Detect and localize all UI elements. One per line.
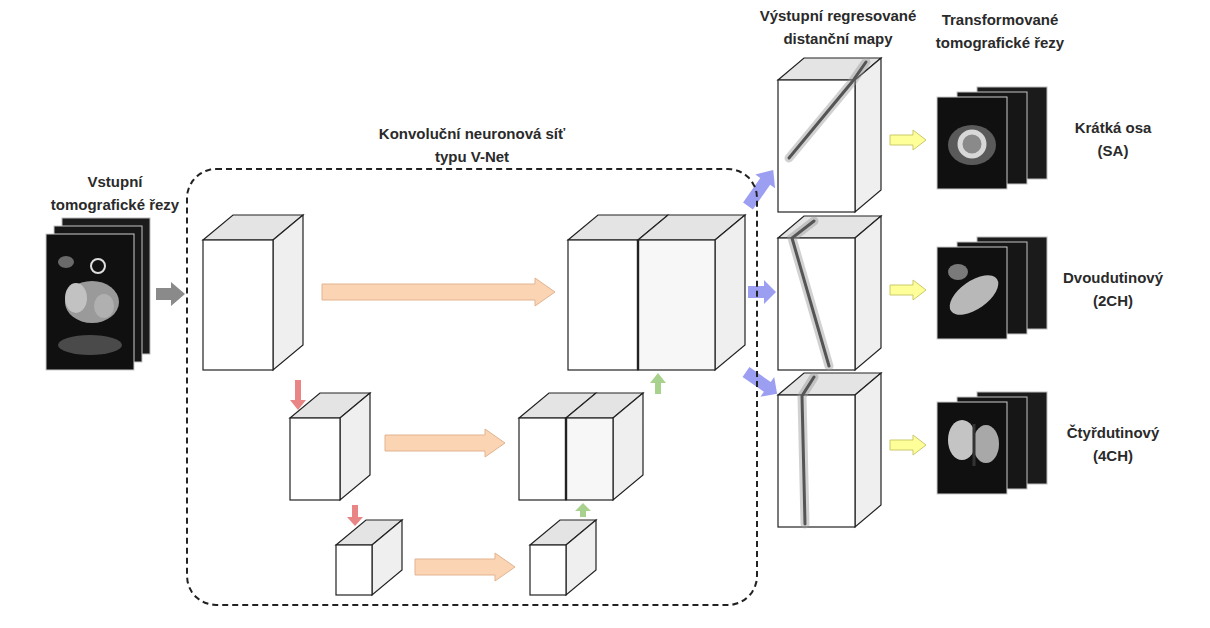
map-side (855, 58, 881, 212)
distance-line (802, 377, 814, 524)
output-stack: Čtyřdutinový (4CH) (935, 390, 1167, 498)
block-side (273, 215, 303, 370)
slice (46, 234, 134, 370)
tissue (58, 335, 122, 355)
label-box: Krátká osa (SA) (1059, 116, 1167, 162)
transform-arrow (890, 280, 926, 300)
down-arrow (290, 380, 306, 410)
slice (937, 247, 1007, 339)
chamber (948, 420, 976, 460)
distance-line (802, 377, 814, 524)
distance-line (792, 221, 829, 366)
skip-arrow (385, 429, 505, 457)
block-side (566, 520, 596, 595)
view-label: Čtyřdutinový (4CH) (1059, 421, 1167, 467)
column-heading: Výstupní regresované distanční mapy (748, 4, 928, 50)
skip-arrows (322, 278, 555, 581)
output-arrows (738, 163, 784, 404)
output-slice-stack (937, 237, 1047, 339)
heart (65, 281, 119, 323)
up-arrow (650, 373, 666, 394)
block-divider (565, 418, 567, 500)
output-stack: Dvoudutinový (2CH) (935, 235, 1167, 343)
output-arrow (739, 362, 784, 403)
block-side (613, 393, 643, 500)
down-arrow (347, 505, 363, 526)
label-box: Čtyřdutinový (4CH) (1059, 421, 1167, 467)
distance-line (789, 62, 866, 158)
slice-stack-area (935, 235, 1047, 343)
transform-arrow (890, 435, 926, 455)
block-front (203, 240, 273, 370)
block-side (372, 520, 402, 595)
view-label: Krátká osa (SA) (1059, 116, 1167, 162)
input-slice-stack (46, 218, 150, 370)
block-front (566, 418, 613, 500)
network-title: Konvoluční neuronová síť typu V-Net (362, 122, 582, 168)
aorta (91, 259, 105, 273)
output-arrow (748, 280, 776, 304)
block-front (519, 418, 566, 500)
chamber (65, 283, 87, 313)
up-arrows (575, 373, 666, 517)
transform-arrows (890, 130, 926, 455)
input-stack: Vstupní tomografické řezy (40, 170, 190, 374)
slice (937, 97, 1007, 189)
block-front (568, 240, 638, 370)
block-front (336, 545, 372, 595)
skip-arrow (322, 278, 555, 306)
map-front (778, 80, 855, 212)
down-arrows (290, 380, 363, 526)
column-heading: Transformované tomografické řezy (925, 8, 1075, 54)
chamber (94, 294, 114, 318)
distance-line (792, 221, 829, 366)
tissue (948, 125, 996, 165)
skip-arrow (415, 553, 515, 581)
septum (973, 424, 976, 466)
ventricle (960, 132, 984, 156)
block-side (340, 393, 370, 500)
view-label: Dvoudutinový (2CH) (1059, 266, 1167, 312)
block-front (290, 418, 340, 500)
flow-arrow (156, 282, 185, 306)
chamber (973, 425, 999, 463)
up-arrow (575, 503, 591, 517)
map-side (855, 373, 881, 527)
network-frame: Konvoluční neuronová síť typu V-Net (186, 122, 758, 606)
slice (937, 402, 1007, 494)
transform-arrow (890, 130, 926, 150)
block-front (638, 240, 715, 370)
block-front (530, 545, 566, 595)
output-stack: Krátká osa (SA) (935, 85, 1167, 193)
block-side (715, 215, 745, 370)
label-box: Dvoudutinový (2CH) (1059, 266, 1167, 312)
distance-line (789, 62, 866, 158)
distance-maps (778, 58, 881, 527)
slice-stack-area (46, 218, 154, 370)
dashed-frame (186, 168, 758, 606)
map-side (855, 216, 881, 370)
output-slice-stack (937, 87, 1047, 189)
stack-heading: Vstupní tomografické řezy (40, 170, 190, 216)
atrium (948, 264, 968, 280)
distance-lines (789, 62, 866, 524)
tissue (58, 256, 74, 268)
map-front (778, 395, 855, 527)
map-front (778, 238, 855, 370)
output-arrow (738, 163, 783, 213)
output-slice-stack (937, 392, 1047, 494)
block-divider (637, 240, 639, 370)
slice-stack-area (935, 390, 1047, 498)
slice-stack-area (935, 85, 1047, 193)
network-blocks (203, 215, 745, 595)
